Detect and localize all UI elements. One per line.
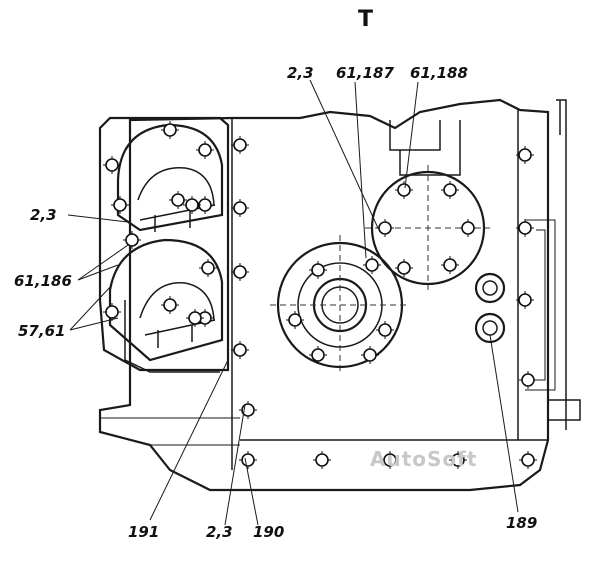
- bolt-icon: [395, 181, 413, 199]
- bolt-icon: [363, 256, 381, 274]
- bolt-icon: [239, 451, 257, 469]
- bolt-icon: [103, 156, 121, 174]
- bolt-icon: [309, 346, 327, 364]
- callout-191: 191: [128, 523, 159, 541]
- bolt-icon: [381, 451, 399, 469]
- bolt-icon: [239, 401, 257, 419]
- bolt-icon: [231, 341, 249, 359]
- bolt-icon: [161, 296, 179, 314]
- bolt-icon: [196, 141, 214, 159]
- callout-left-mid: 61,186: [14, 272, 72, 290]
- bolt-icon: [286, 311, 304, 329]
- bolt-icon: [519, 451, 537, 469]
- bolt-icon: [309, 261, 327, 279]
- bolt-icon: [449, 451, 467, 469]
- bolt-icon: [196, 196, 214, 214]
- callout-left-lower: 57,61: [18, 322, 65, 340]
- callout-top-mid: 61,187: [336, 64, 394, 82]
- bolt-icon: [441, 256, 459, 274]
- bolt-icon: [183, 196, 201, 214]
- callout-190: 190: [253, 523, 284, 541]
- callout-189: 189: [506, 514, 537, 532]
- bolt-icon: [111, 196, 129, 214]
- bolt-icon: [516, 219, 534, 237]
- main-shaft-flange: [270, 235, 410, 375]
- bolt-icon: [231, 199, 249, 217]
- bolt-icon: [231, 136, 249, 154]
- bolt-icon: [313, 451, 331, 469]
- callout-left-upper: 2,3: [30, 206, 57, 224]
- bolt-icon: [123, 231, 141, 249]
- bolt-icon: [161, 121, 179, 139]
- bolt-icon: [103, 303, 121, 321]
- bolt-icon: [395, 259, 413, 277]
- bolt-icon: [376, 321, 394, 339]
- callout-top-left: 2,3: [287, 64, 314, 82]
- watermark: AutoSoft: [370, 447, 477, 471]
- bolt-icon: [361, 346, 379, 364]
- bolt-icon: [519, 371, 537, 389]
- bolt-icon: [231, 263, 249, 281]
- bolt-icon: [441, 181, 459, 199]
- bolt-group: [103, 121, 537, 469]
- left-bearing-cover: [98, 116, 230, 373]
- callout-bottom-23: 2,3: [206, 523, 233, 541]
- bolt-icon: [516, 146, 534, 164]
- drain-plugs: [474, 272, 506, 344]
- leader-lines: [67, 79, 519, 526]
- bolt-icon: [459, 219, 477, 237]
- bolt-icon: [169, 191, 187, 209]
- bolt-icon: [199, 259, 217, 277]
- bolt-icon: [186, 309, 204, 327]
- bolt-icon: [376, 219, 394, 237]
- bolt-icon: [516, 291, 534, 309]
- callout-top-right: 61,188: [410, 64, 468, 82]
- housing-outline: [98, 98, 581, 492]
- view-letter: Т: [358, 7, 373, 32]
